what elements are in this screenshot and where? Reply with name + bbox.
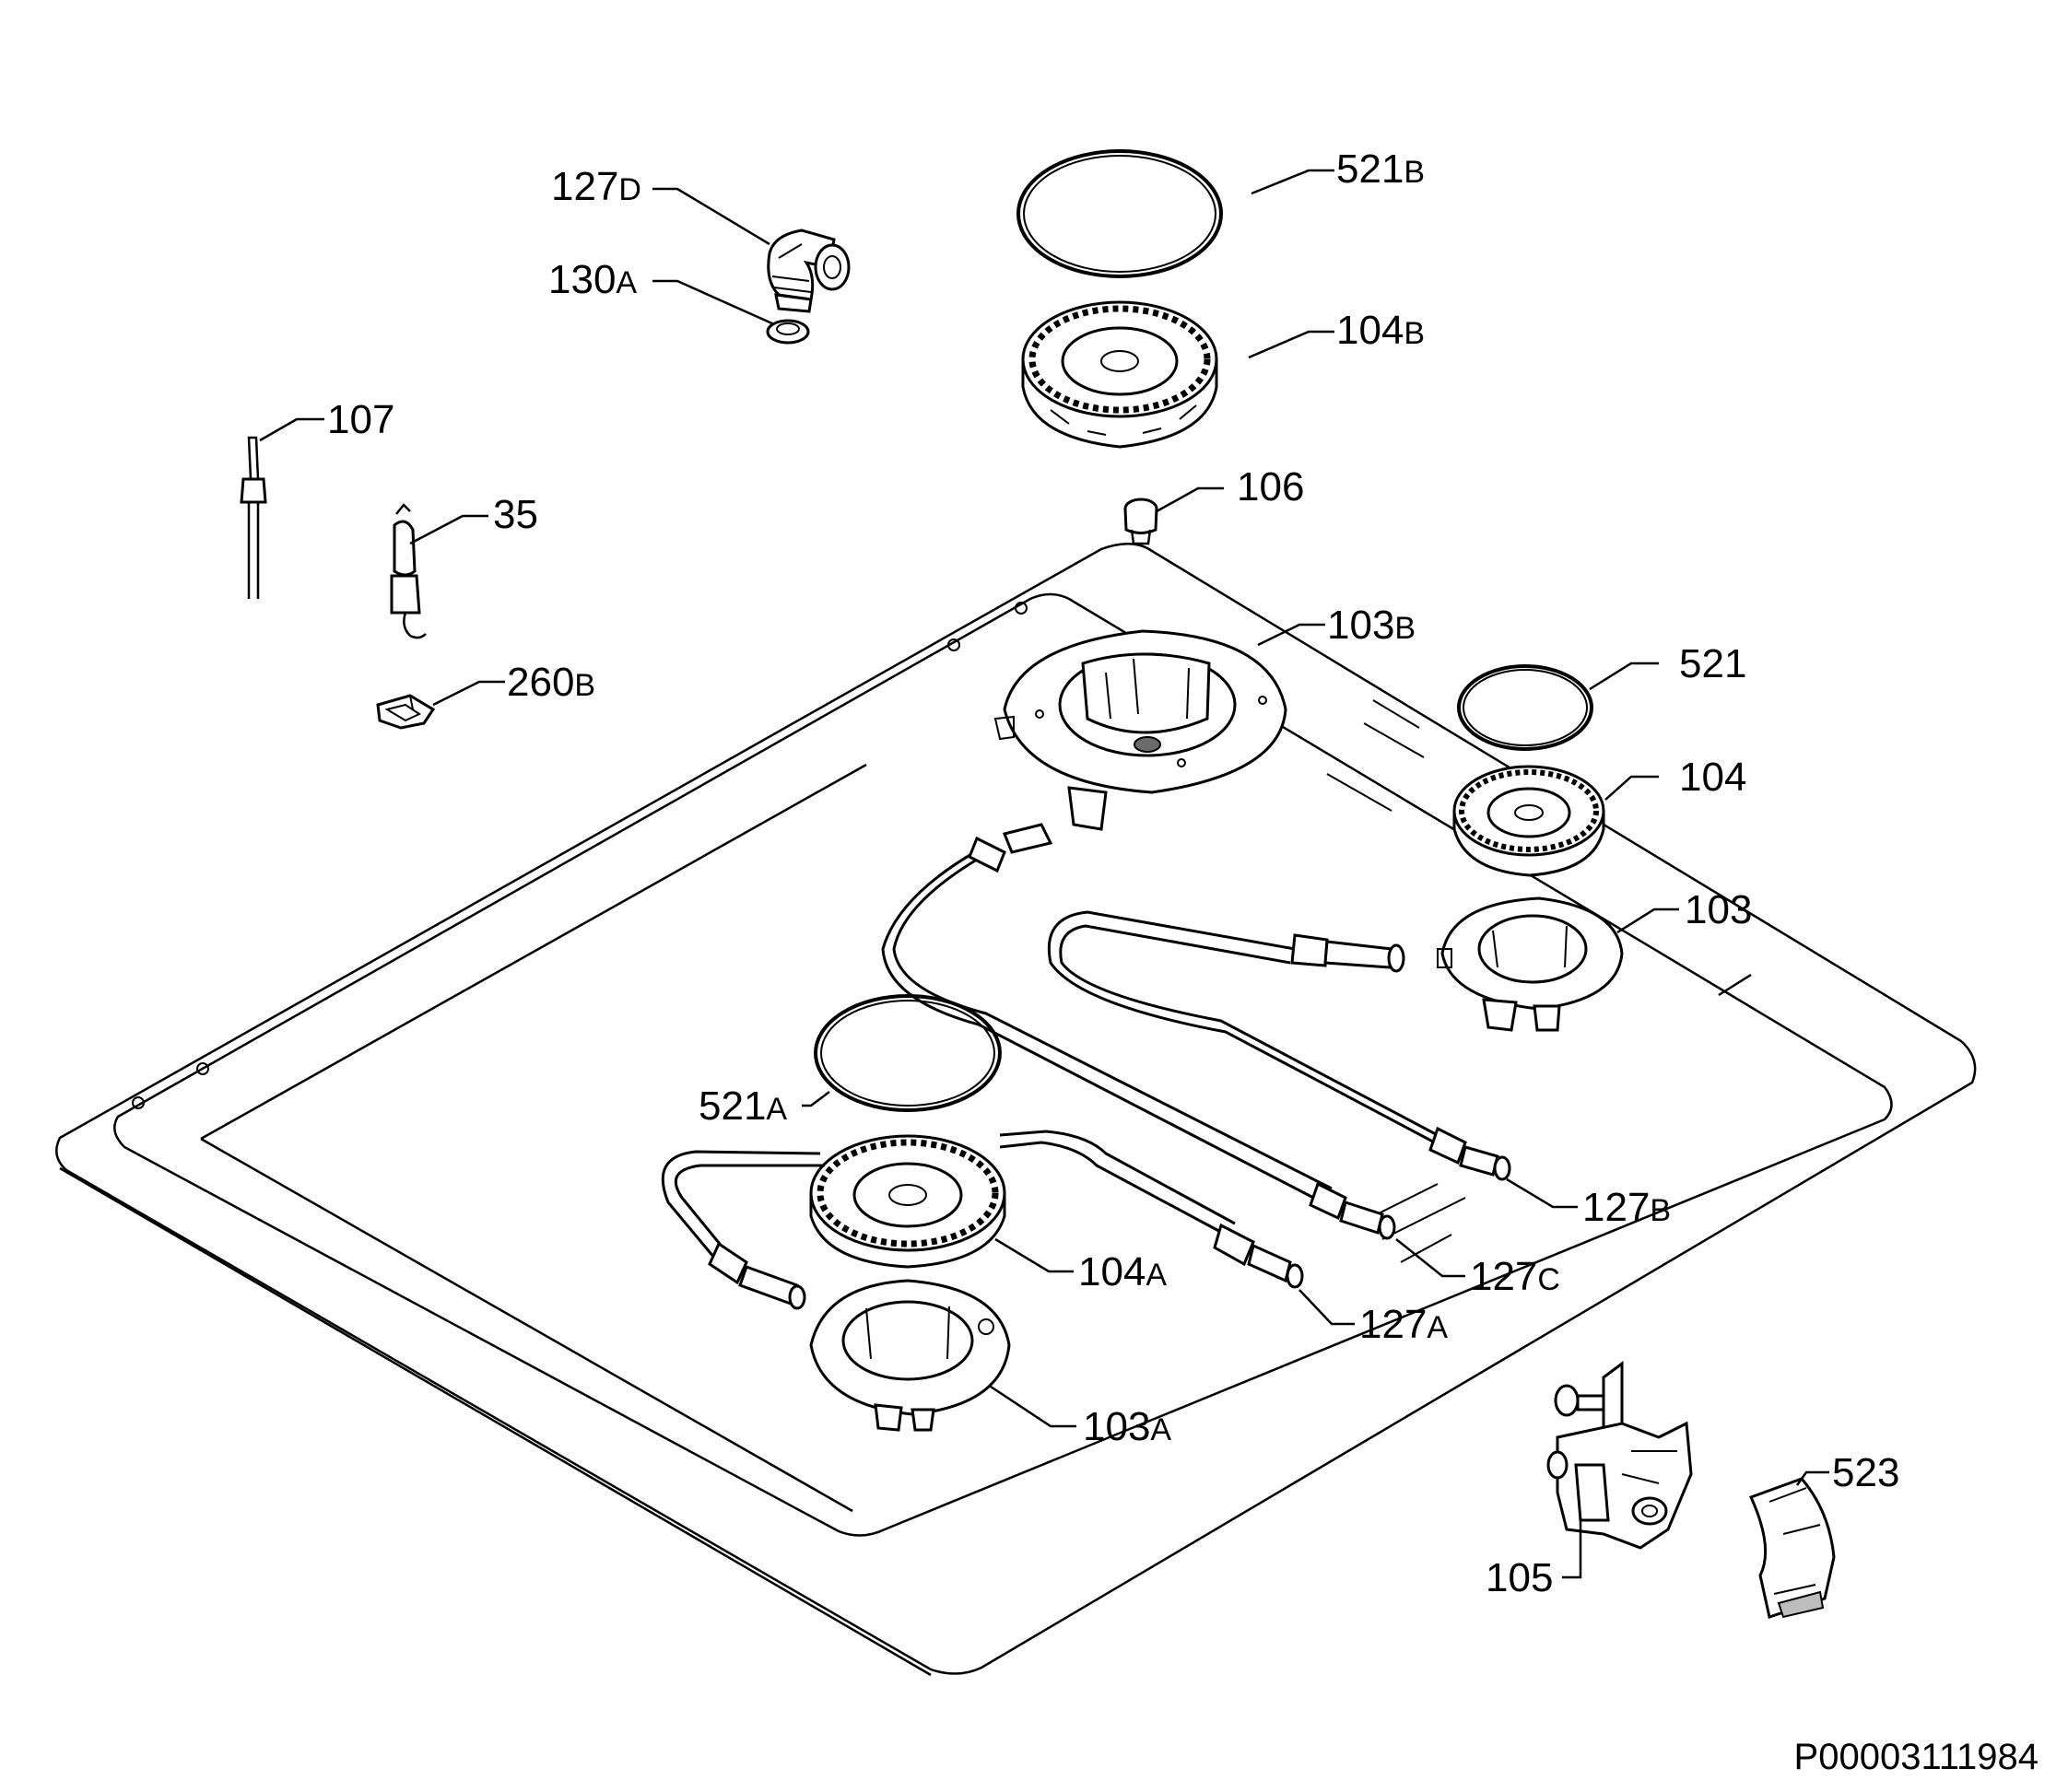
- bracket-part: [1748, 1477, 1836, 1619]
- label-103a: 103A: [1083, 1404, 1171, 1449]
- clip-part: [376, 694, 436, 730]
- burner-base-medium-part: [809, 1279, 1011, 1432]
- drawing-code: P00003111984: [1794, 1737, 2039, 1777]
- label-103b: 103B: [1327, 603, 1416, 648]
- label-127a: 127A: [1359, 1302, 1448, 1347]
- label-103: 103: [1685, 887, 1752, 932]
- label-104a: 104A: [1078, 1249, 1167, 1294]
- gas-valve-part: [1546, 1361, 1693, 1550]
- label-130a: 130A: [548, 257, 637, 302]
- label-105: 105: [1486, 1555, 1553, 1600]
- gasket-ring-medium-part: [814, 994, 1002, 1112]
- burner-crown-medium-part: [809, 1134, 1006, 1269]
- injector-part: [1123, 498, 1158, 545]
- label-523: 523: [1832, 1450, 1899, 1495]
- washer-part: [766, 319, 810, 345]
- label-260b: 260B: [507, 660, 595, 705]
- elbow-fitting-part: [767, 228, 851, 313]
- burner-crown-small-part: [1452, 765, 1605, 877]
- gasket-ring-large-part: [1016, 149, 1223, 278]
- label-104: 104: [1679, 755, 1746, 800]
- gasket-ring-small-part: [1457, 664, 1593, 751]
- label-127b: 127B: [1582, 1185, 1671, 1230]
- label-107: 107: [327, 397, 394, 442]
- burner-crown-large-part: [1021, 300, 1218, 449]
- leader-lines: [259, 169, 1829, 1579]
- burner-base-large-part: [993, 629, 1287, 831]
- label-35: 35: [493, 492, 538, 537]
- ignition-electrode-part: [390, 503, 427, 639]
- label-521a: 521A: [699, 1083, 787, 1129]
- part-labels: 127D 130A 521B 104B 107 35 106 260B 103B…: [327, 146, 1899, 1600]
- hob-tray: [55, 543, 1977, 1677]
- burner-base-small-part: [1437, 896, 1624, 1032]
- label-104b: 104B: [1336, 308, 1425, 353]
- label-521: 521: [1679, 641, 1746, 686]
- label-521b: 521B: [1336, 146, 1425, 192]
- label-127d: 127D: [551, 164, 641, 209]
- thermocouple-part: [240, 436, 267, 599]
- gas-pipes: [661, 823, 1511, 1310]
- label-106: 106: [1237, 464, 1304, 509]
- label-127c: 127C: [1470, 1254, 1560, 1299]
